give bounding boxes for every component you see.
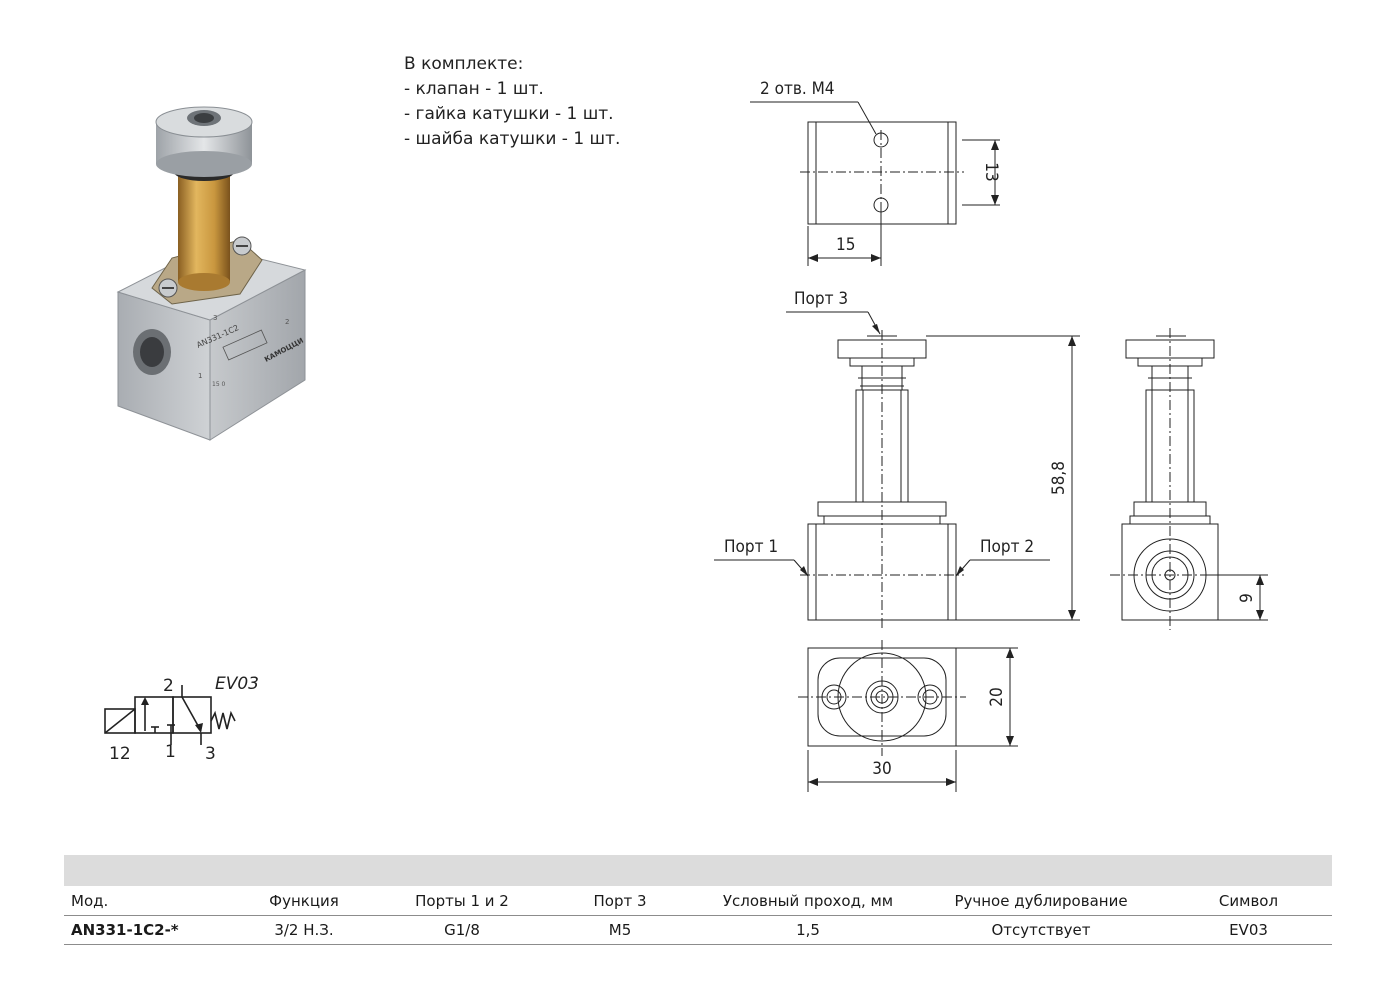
kit-contents: В комплекте: - клапан - 1 шт. - гайка ка… bbox=[404, 52, 620, 152]
holes-label: 2 отв. М4 bbox=[760, 79, 835, 99]
port1-label: Порт 1 bbox=[724, 537, 778, 557]
table-row: AN331-1C2-* 3/2 Н.З. G1/8 M5 1,5 Отсутст… bbox=[64, 915, 1332, 945]
header-function: Функция bbox=[225, 886, 383, 916]
symbol-port-1: 1 bbox=[165, 742, 176, 762]
cell-ports-1-2: G1/8 bbox=[383, 915, 541, 945]
bottom-view bbox=[798, 640, 1018, 792]
kit-item: - шайба катушки - 1 шт. bbox=[404, 129, 621, 149]
kit-heading: В комплекте: bbox=[404, 54, 524, 74]
header-nominal-bore: Условный проход, мм bbox=[699, 886, 917, 916]
photo-small-marking: 15 0 bbox=[212, 381, 226, 388]
cell-function: 3/2 Н.З. bbox=[225, 915, 383, 945]
kit-item: - гайка катушки - 1 шт. bbox=[404, 104, 614, 124]
dim-port-height: 9 bbox=[1237, 593, 1257, 603]
cell-nominal-bore: 1,5 bbox=[699, 915, 917, 945]
kit-item: - клапан - 1 шт. bbox=[404, 79, 544, 99]
spec-table: Мод. Функция Порты 1 и 2 Порт 3 Условный… bbox=[64, 855, 1332, 945]
table-header-row: Мод. Функция Порты 1 и 2 Порт 3 Условный… bbox=[64, 886, 1332, 916]
header-manual-override: Ручное дублирование bbox=[917, 886, 1165, 916]
cell-model: AN331-1C2-* bbox=[64, 915, 225, 945]
header-symbol: Символ bbox=[1165, 886, 1332, 916]
photo-port-2: 2 bbox=[285, 318, 289, 326]
symbol-port-3: 3 bbox=[205, 744, 216, 764]
symbol-port-12: 12 bbox=[109, 744, 131, 764]
dim-hole-offset: 15 bbox=[836, 235, 855, 255]
spec-table-band bbox=[64, 855, 1332, 886]
dim-width: 30 bbox=[872, 759, 891, 779]
valve-symbol: EV03 2 12 1 3 bbox=[104, 674, 259, 764]
cell-port-3: M5 bbox=[541, 915, 699, 945]
product-photo: AN331-1C2 КАМОЦЦИ 3 2 1 15 0 bbox=[116, 106, 307, 441]
cell-manual-override: Отсутствует bbox=[917, 915, 1165, 945]
symbol-code: EV03 bbox=[215, 674, 259, 694]
dim-depth: 20 bbox=[987, 687, 1007, 706]
side-view bbox=[1110, 328, 1268, 630]
symbol-port-2: 2 bbox=[163, 676, 174, 696]
header-port-3: Порт 3 bbox=[541, 886, 699, 916]
dim-height: 58,8 bbox=[1049, 461, 1069, 495]
cell-symbol: EV03 bbox=[1165, 915, 1332, 945]
header-ports-1-2: Порты 1 и 2 bbox=[383, 886, 541, 916]
technical-drawing: 2 отв. М4 Порт 3 Порт 1 Порт 2 15 13 58,… bbox=[714, 79, 1268, 792]
top-view bbox=[750, 101, 1000, 266]
photo-port-1: 1 bbox=[198, 372, 202, 380]
dim-hole-spacing: 13 bbox=[981, 162, 1001, 181]
photo-port-3: 3 bbox=[213, 314, 217, 322]
header-model: Мод. bbox=[64, 886, 225, 916]
front-view bbox=[714, 311, 1080, 630]
port2-label: Порт 2 bbox=[980, 537, 1034, 557]
port3-label: Порт 3 bbox=[794, 289, 848, 309]
